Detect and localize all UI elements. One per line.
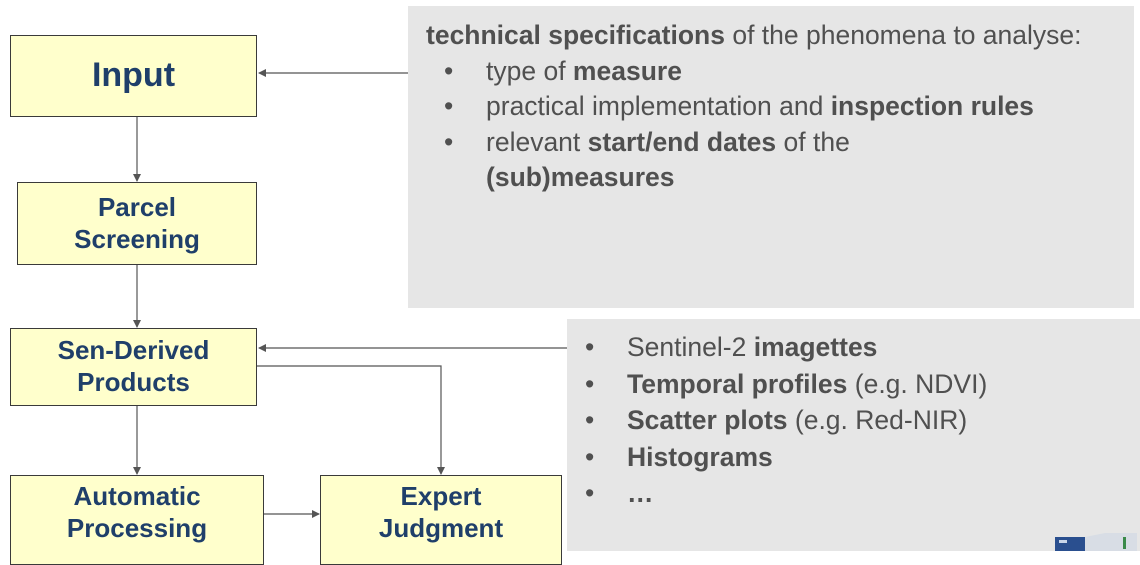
bullet-segment: … — [627, 478, 654, 508]
automatic-processing-box: Automatic Processing — [10, 475, 264, 565]
list-item: type of measure — [426, 54, 1124, 90]
input-label: Input — [91, 56, 176, 95]
list-item: practical implementation and inspection … — [426, 89, 1124, 125]
logo-icon — [1055, 533, 1137, 551]
parcel-screening-line-2: Screening — [74, 223, 200, 254]
top-info-panel: technical specifications of the phenomen… — [408, 6, 1134, 308]
automatic-line-2: Processing — [66, 512, 208, 543]
bullet-segment: type of — [486, 55, 573, 86]
list-item: relevant start/end dates of the (sub)mea… — [426, 125, 1124, 196]
top-panel-bullets: type of measure practical implementation… — [426, 54, 1124, 196]
list-item: Histograms — [567, 439, 1140, 476]
intro-segment: of the phenomena to analyse: — [724, 20, 1082, 50]
expert-judgment-box: Expert Judgment — [320, 475, 562, 565]
list-item: … — [567, 475, 1140, 512]
bullet-segment: relevant — [486, 126, 588, 157]
bullet-segment: measure — [572, 55, 682, 86]
bullet-segment: (e.g. NDVI) — [847, 368, 988, 399]
bullet-segment: Temporal profiles — [627, 368, 848, 399]
input-box: Input — [10, 35, 257, 117]
bullet-segment: (e.g. Red-NIR) — [787, 405, 968, 435]
bullet-segment: of the — [776, 126, 850, 157]
bullet-segment: Histograms — [627, 441, 773, 472]
top-panel-intro: technical specifications of the phenomen… — [426, 18, 1124, 54]
bullet-segment: Scatter plots — [627, 405, 788, 435]
bullet-segment: Sentinel-2 — [627, 332, 754, 362]
parcel-screening-box: Parcel Screening — [17, 182, 257, 265]
bullet-segment: start/end dates — [587, 126, 777, 157]
list-item: Temporal profiles (e.g. NDVI) — [567, 366, 1140, 403]
bullet-segment: practical implementation and — [486, 91, 831, 121]
bottom-panel-bullets: Sentinel-2 imagettes Temporal profiles (… — [567, 329, 1140, 512]
arrow-sen-to-expert — [257, 365, 445, 475]
connectors — [133, 69, 567, 518]
parcel-screening-line-1: Parcel — [97, 191, 177, 222]
bullet-segment: (sub)measures — [486, 162, 675, 192]
sen-derived-line-2: Products — [77, 367, 190, 397]
expert-line-1: Expert — [400, 481, 482, 511]
bullet-segment: inspection rules — [830, 91, 1034, 121]
expert-line-2: Judgment — [378, 512, 504, 543]
bullet-segment: imagettes — [753, 332, 878, 362]
list-item: Scatter plots (e.g. Red-NIR) — [567, 402, 1140, 439]
bottom-info-panel: Sentinel-2 imagettes Temporal profiles (… — [567, 319, 1140, 551]
intro-segment: technical specifications — [426, 20, 725, 50]
list-item: Sentinel-2 imagettes — [567, 329, 1140, 366]
automatic-line-1: Automatic — [73, 481, 201, 511]
sen-derived-line-1: Sen-Derived — [57, 335, 210, 366]
sen-derived-products-box: Sen-Derived Products — [10, 328, 257, 406]
